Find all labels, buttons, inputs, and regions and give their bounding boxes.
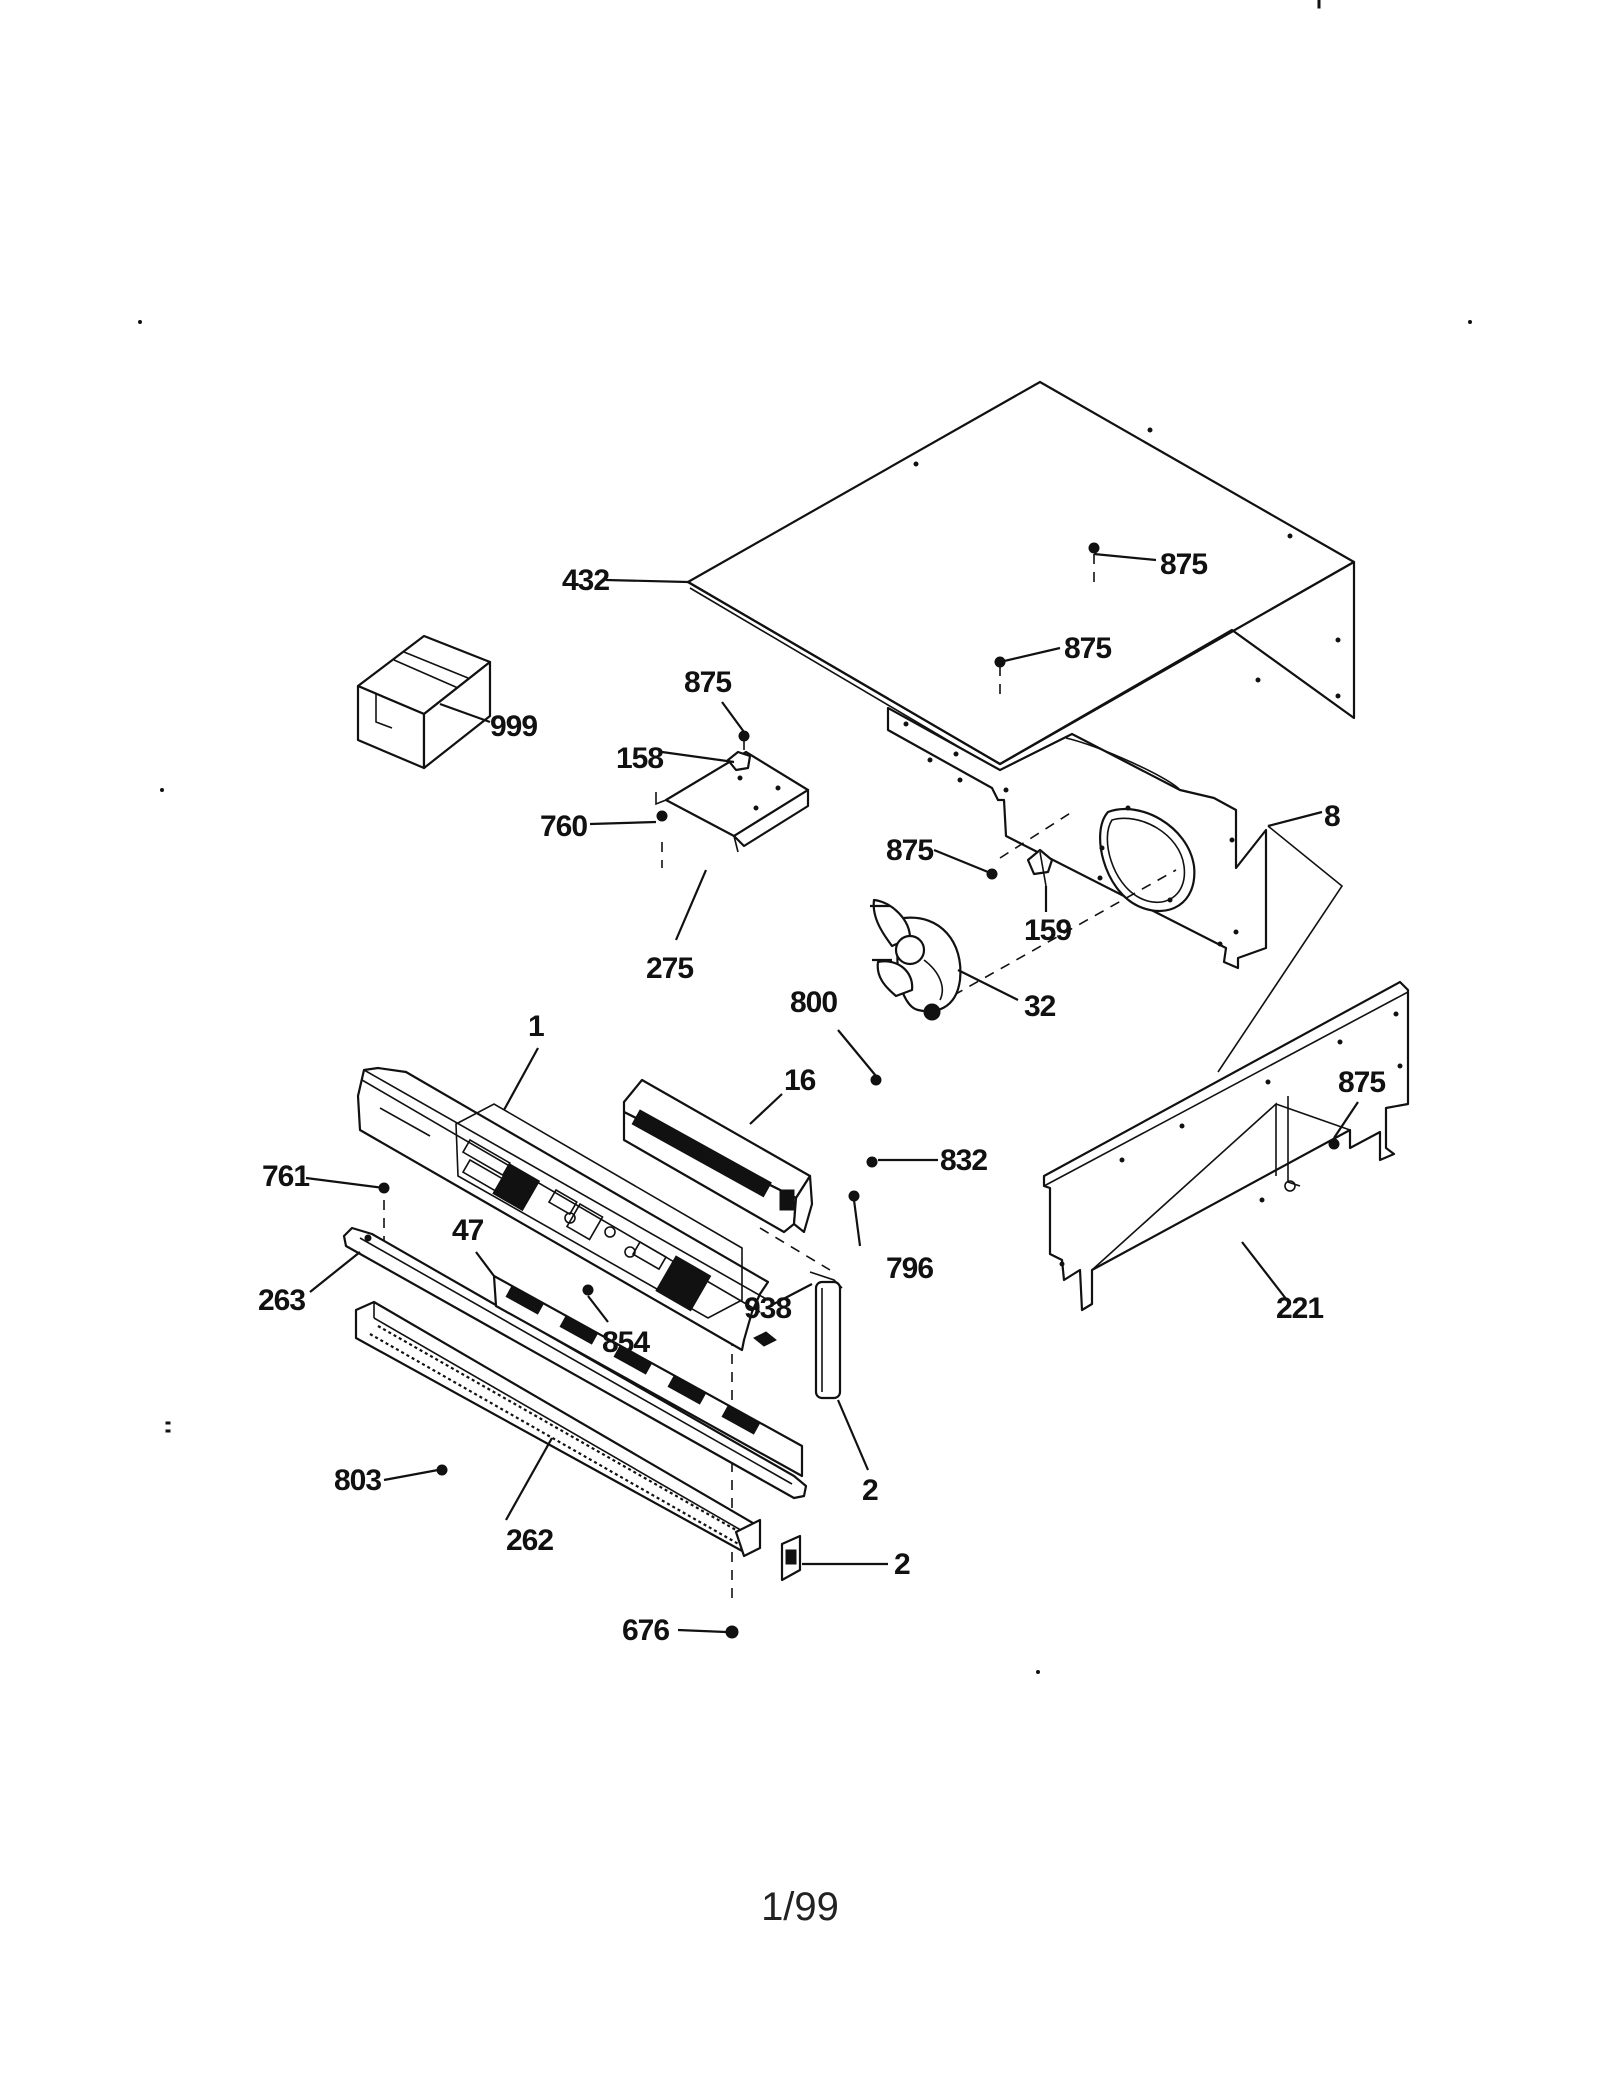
callout-221: 221 xyxy=(1276,1292,1323,1325)
parts-box-999 xyxy=(356,634,492,770)
scan-specks xyxy=(138,0,1472,1674)
callout-832: 832 xyxy=(940,1144,987,1177)
callout-800: 800 xyxy=(790,986,837,1019)
callout-32: 32 xyxy=(1024,990,1056,1023)
callout-262: 262 xyxy=(506,1524,553,1557)
callout-1: 1 xyxy=(528,1010,544,1043)
callout-875: 875 xyxy=(886,834,933,867)
callout-16: 16 xyxy=(784,1064,816,1097)
callout-676: 676 xyxy=(622,1614,669,1647)
side-panel-221 xyxy=(1042,980,1410,1312)
callout-803: 803 xyxy=(334,1464,381,1497)
fan-motor-32 xyxy=(870,898,962,1021)
callout-875: 875 xyxy=(684,666,731,699)
callout-432: 432 xyxy=(562,564,609,597)
callout-2: 2 xyxy=(862,1474,878,1507)
screws xyxy=(378,542,1340,1639)
leader-lines xyxy=(305,552,1359,1634)
bracket-159 xyxy=(1026,848,1054,887)
callout-938: 938 xyxy=(744,1292,791,1325)
trim-263 xyxy=(342,1226,808,1500)
callout-159: 159 xyxy=(1024,914,1071,947)
mounting-strip-47 xyxy=(492,1274,804,1478)
control-panel-1 xyxy=(356,1066,770,1352)
end-cap-2-upper xyxy=(809,1271,843,1400)
callout-760: 760 xyxy=(540,810,587,843)
vent-grille-262 xyxy=(354,1300,762,1558)
callout-796: 796 xyxy=(886,1252,933,1285)
callout-875: 875 xyxy=(1064,632,1111,665)
callout-875: 875 xyxy=(1338,1066,1385,1099)
end-cap-2-lower xyxy=(780,1534,802,1582)
top-cover-432 xyxy=(686,380,1356,771)
fan-housing-8 xyxy=(886,706,1268,970)
callout-labels: 432 875 875 999 875 158 760 275 8 875 15… xyxy=(258,548,1386,1647)
page-number: 1/99 xyxy=(761,1885,839,1929)
callout-2: 2 xyxy=(894,1548,910,1581)
callout-158: 158 xyxy=(616,742,663,775)
callout-8: 8 xyxy=(1324,800,1340,833)
callout-854: 854 xyxy=(602,1326,650,1359)
clip-938 xyxy=(753,1331,777,1347)
callout-999: 999 xyxy=(490,710,537,743)
electronic-control-16 xyxy=(622,1078,814,1234)
callout-761: 761 xyxy=(262,1160,309,1193)
alignment-lines xyxy=(383,554,1344,1600)
callout-263: 263 xyxy=(258,1284,305,1317)
callout-47: 47 xyxy=(452,1214,484,1247)
callout-875: 875 xyxy=(1160,548,1207,581)
callout-275: 275 xyxy=(646,952,693,985)
bracket-275 xyxy=(655,750,810,853)
